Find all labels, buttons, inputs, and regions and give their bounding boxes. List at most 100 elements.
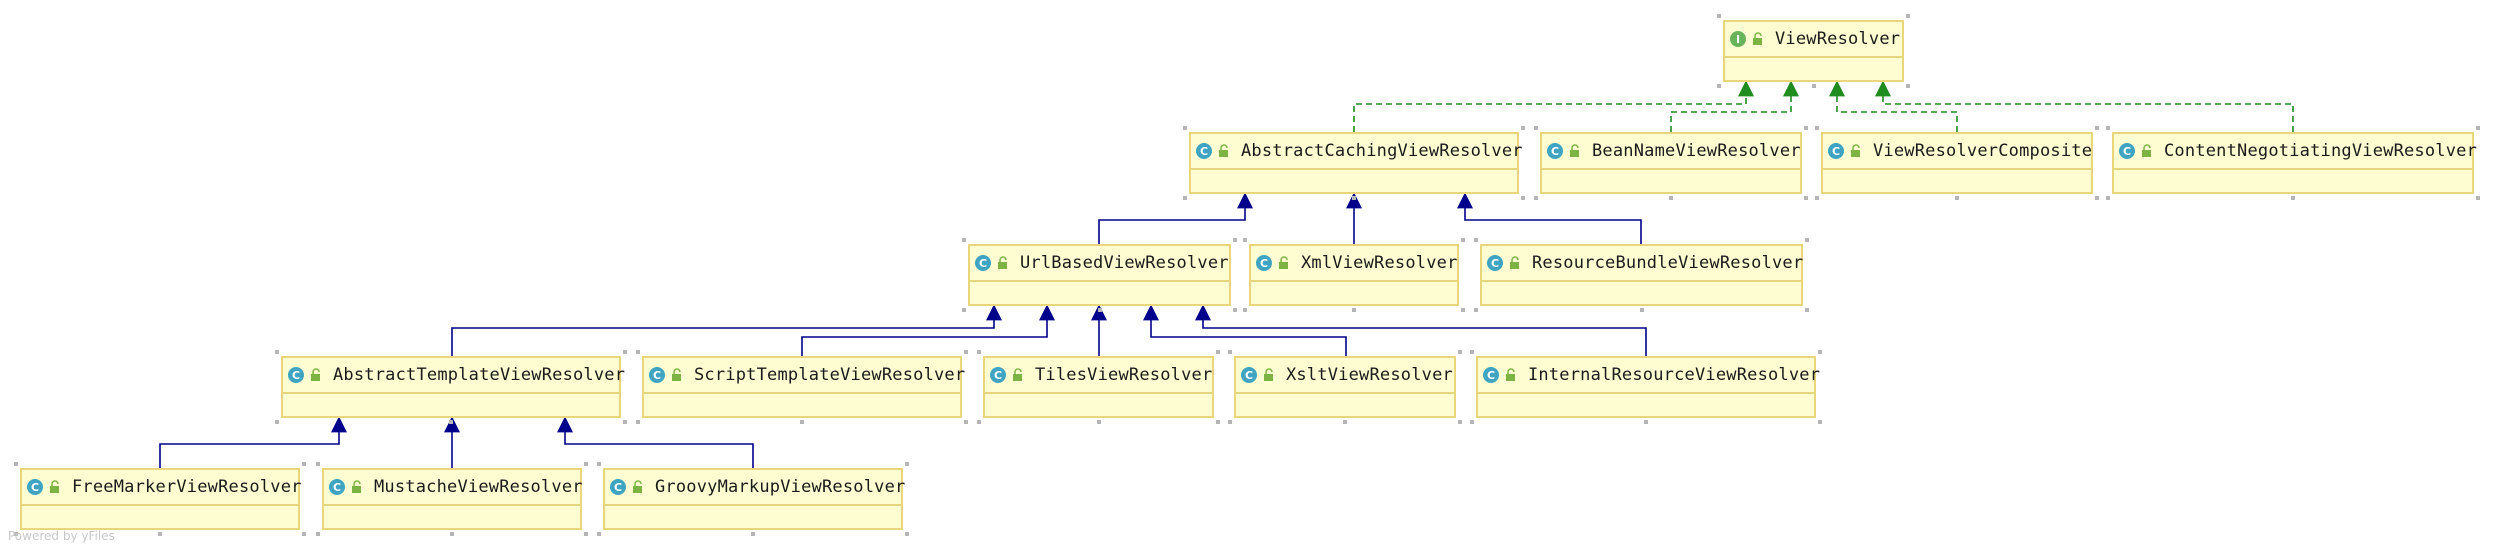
resize-handle[interactable]: [1458, 420, 1462, 424]
resize-handle[interactable]: [450, 532, 454, 536]
resize-handle[interactable]: [1352, 308, 1356, 312]
resize-handle[interactable]: [905, 532, 909, 536]
resize-handle[interactable]: [14, 462, 18, 466]
resize-handle[interactable]: [1521, 126, 1525, 130]
resize-handle[interactable]: [1534, 196, 1538, 200]
resize-handle[interactable]: [1096, 420, 1101, 424]
resize-handle[interactable]: [1474, 308, 1478, 312]
resize-handle[interactable]: [1811, 84, 1816, 88]
resize-handle[interactable]: [962, 308, 966, 312]
resize-handle[interactable]: [1183, 196, 1187, 200]
resize-handle[interactable]: [977, 420, 981, 424]
resize-handle[interactable]: [1097, 308, 1102, 312]
resize-handle[interactable]: [1805, 308, 1809, 312]
resize-handle[interactable]: [1717, 14, 1721, 18]
resize-handle[interactable]: [1183, 126, 1187, 130]
resize-handle[interactable]: [1534, 126, 1538, 130]
resize-handle[interactable]: [449, 420, 453, 424]
resize-handle[interactable]: [1815, 196, 1819, 200]
resize-handle[interactable]: [1228, 350, 1232, 354]
resize-handle[interactable]: [1669, 196, 1673, 200]
resize-handle[interactable]: [751, 532, 755, 536]
resize-handle[interactable]: [316, 462, 320, 466]
resize-handle[interactable]: [800, 420, 804, 424]
resize-handle[interactable]: [962, 238, 966, 242]
resize-handle[interactable]: [964, 420, 968, 424]
resize-handle[interactable]: [2095, 126, 2099, 130]
resize-handle[interactable]: [1644, 420, 1648, 424]
resize-handle[interactable]: [636, 420, 640, 424]
resize-handle[interactable]: [1955, 196, 1959, 200]
resize-handle[interactable]: [2095, 196, 2099, 200]
node-label: AbstractTemplateViewResolver: [333, 365, 626, 385]
resize-handle[interactable]: [1243, 238, 1247, 242]
resize-handle[interactable]: [964, 350, 968, 354]
resize-handle[interactable]: [2476, 126, 2480, 130]
resize-handle[interactable]: [1639, 308, 1644, 312]
resize-handle[interactable]: [2106, 126, 2110, 130]
resize-handle[interactable]: [1804, 196, 1808, 200]
resize-handle[interactable]: [1717, 84, 1721, 88]
resize-handle[interactable]: [14, 532, 18, 536]
resize-handle[interactable]: [2291, 196, 2295, 200]
resize-handle[interactable]: [977, 350, 981, 354]
resize-handle[interactable]: [1474, 238, 1478, 242]
resize-handle[interactable]: [636, 350, 640, 354]
resize-handle[interactable]: [1216, 350, 1220, 354]
resize-handle[interactable]: [1352, 196, 1356, 200]
resize-handle[interactable]: [623, 420, 627, 424]
resize-handle[interactable]: [584, 532, 588, 536]
resize-handle[interactable]: [302, 462, 306, 466]
resize-handle[interactable]: [1818, 350, 1822, 354]
resize-handle[interactable]: [1216, 420, 1220, 424]
resize-handle[interactable]: [1521, 196, 1525, 200]
resize-handle[interactable]: [1804, 126, 1808, 130]
resize-handle[interactable]: [905, 462, 909, 466]
resize-handle[interactable]: [1233, 308, 1237, 312]
resize-handle[interactable]: [1228, 420, 1232, 424]
resize-handle[interactable]: [275, 420, 279, 424]
resize-handle[interactable]: [302, 532, 306, 536]
resize-handle[interactable]: [597, 532, 601, 536]
resize-handle[interactable]: [1815, 126, 1819, 130]
resize-handle[interactable]: [1233, 238, 1237, 242]
resize-handle[interactable]: [1470, 420, 1474, 424]
resize-handle[interactable]: [275, 350, 279, 354]
resize-handle[interactable]: [2476, 196, 2480, 200]
resize-handle[interactable]: [623, 350, 627, 354]
resize-handle[interactable]: [1906, 14, 1910, 18]
resize-handle[interactable]: [1461, 238, 1465, 242]
resize-handle[interactable]: [1461, 308, 1465, 312]
resize-handle[interactable]: [584, 462, 588, 466]
resize-handle[interactable]: [1906, 84, 1910, 88]
resize-handle[interactable]: [2106, 196, 2110, 200]
members-divider: [985, 392, 1212, 394]
resize-handle[interactable]: [1343, 420, 1347, 424]
resize-handle[interactable]: [158, 532, 162, 536]
resize-handle[interactable]: [1243, 308, 1247, 312]
resize-handle[interactable]: [316, 532, 320, 536]
resize-handle[interactable]: [597, 462, 601, 466]
resize-handle[interactable]: [1805, 238, 1809, 242]
public-visibility-icon: [998, 256, 1007, 269]
resize-handle[interactable]: [1470, 350, 1474, 354]
resize-handle[interactable]: [1458, 350, 1462, 354]
resize-handle[interactable]: [1818, 420, 1822, 424]
